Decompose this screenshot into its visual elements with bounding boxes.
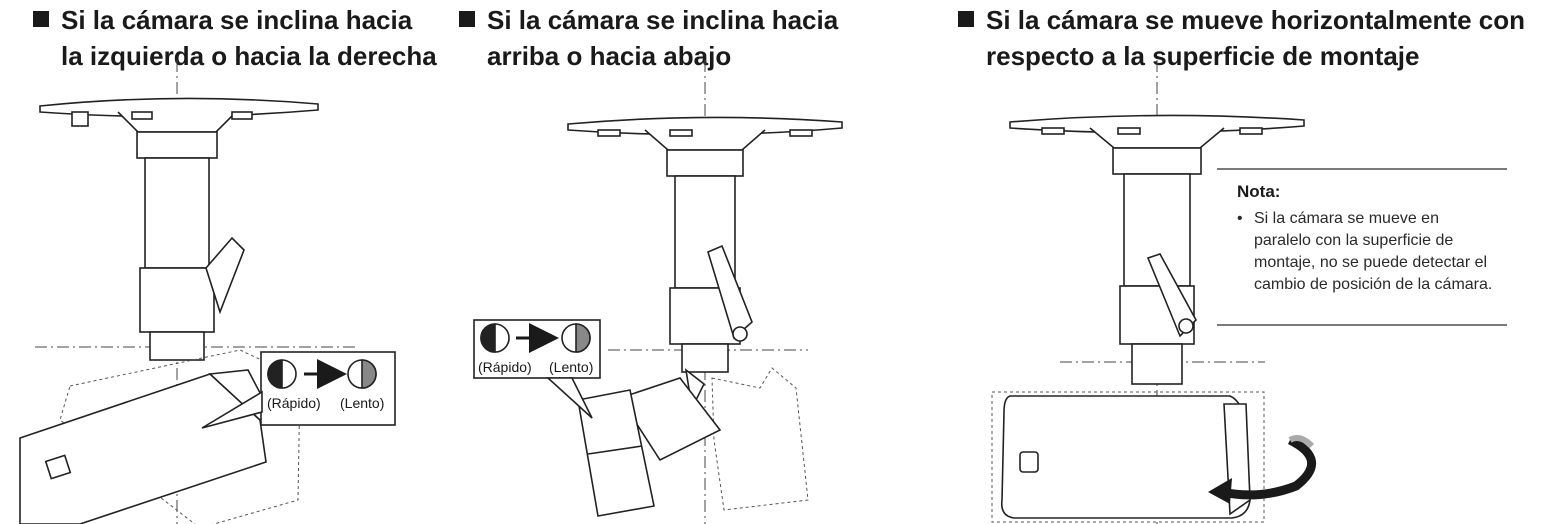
section-title-tilt-left-right: Si la cámara se inclina hacia la izquier…	[33, 2, 437, 74]
curved-arrow-head-icon	[1208, 478, 1232, 504]
square-bullet-icon	[33, 11, 49, 27]
section-title-line1: Si la cámara se inclina hacia	[61, 5, 413, 35]
lever-knob	[732, 326, 748, 342]
square-bullet-icon	[459, 11, 475, 27]
pole-collar	[666, 149, 744, 177]
camera-seam	[587, 445, 643, 455]
slow-label: (Lento)	[549, 359, 593, 375]
curved-arrow-icon	[1221, 435, 1317, 500]
note-top-rule	[1217, 168, 1507, 170]
lever-knob	[1178, 318, 1194, 334]
note-text: Si la cámara se mueve en paralelo con la…	[1254, 210, 1493, 293]
mount-tab	[1041, 127, 1065, 135]
callout-pointer	[545, 377, 593, 419]
half-circle-icon	[480, 323, 496, 353]
mount-tab	[789, 129, 813, 137]
camera-indicator	[44, 454, 72, 480]
fast-label: (Rápido)	[478, 359, 532, 375]
note-title: Nota:	[1237, 182, 1281, 201]
section-title-horizontal-move: Si la cámara se mueve horizontalmente co…	[958, 2, 1525, 74]
mount-tab	[597, 129, 621, 137]
curved-arrow-tail-icon	[1288, 435, 1315, 449]
mount-tab	[231, 111, 253, 120]
note-box: Nota: • Si la cámara se mueve en paralel…	[1217, 168, 1507, 326]
diagram-horizontal-move	[991, 60, 1317, 524]
camera-body	[1000, 395, 1251, 519]
diagram-tilt-left-right	[19, 60, 396, 524]
pole-neck	[681, 343, 729, 373]
fast-label: (Rápido)	[267, 395, 321, 411]
camera-body	[19, 373, 267, 524]
original-camera-outline	[59, 349, 301, 524]
mount-tab	[1239, 127, 1263, 135]
pole-neck	[149, 331, 205, 361]
mount-flange	[644, 129, 766, 151]
camera-body	[577, 389, 655, 517]
tilt-lever	[1146, 253, 1197, 338]
section-title-line2: respecto a la superficie de montaje	[986, 41, 1420, 71]
slow-label: (Lento)	[340, 395, 384, 411]
mount-flange	[1089, 127, 1225, 149]
camera-hood	[618, 377, 722, 462]
pole-upper	[144, 157, 210, 269]
note-bottom-rule	[1217, 324, 1507, 326]
pole-joint	[139, 267, 215, 333]
section-title-line2: arriba o hacia abajo	[487, 41, 732, 71]
half-circle-icon	[267, 359, 283, 389]
mount-tab	[71, 111, 89, 127]
square-bullet-icon	[958, 11, 974, 27]
pole-collar	[1112, 147, 1202, 175]
movement-boundary	[991, 391, 1265, 523]
mounting-plate	[1009, 114, 1305, 134]
original-camera-outline	[711, 367, 809, 511]
diagram-tilt-up-down	[473, 60, 843, 524]
camera-indicator	[1019, 451, 1039, 473]
section-title-line1: Si la cámara se mueve horizontalmente co…	[986, 5, 1525, 35]
note-bullet-item: • Si la cámara se mueve en paralelo con …	[1237, 208, 1499, 296]
tilt-lever	[205, 236, 245, 315]
pole-neck	[1131, 343, 1183, 385]
mount-tab	[131, 111, 153, 120]
mount-tab	[1117, 127, 1141, 135]
tilt-lever	[707, 244, 753, 340]
mount-tab	[669, 129, 693, 137]
callout-pointer	[201, 390, 263, 429]
pole-collar	[136, 131, 218, 159]
bullet-icon: •	[1237, 210, 1243, 227]
half-circle-icon	[361, 359, 377, 389]
mounting-plate	[567, 116, 843, 136]
section-title-line2: la izquierda o hacia la derecha	[61, 41, 437, 71]
section-title-line1: Si la cámara se inclina hacia	[487, 5, 839, 35]
section-title-tilt-up-down: Si la cámara se inclina hacia arriba o h…	[459, 2, 838, 74]
half-circle-icon	[575, 323, 591, 353]
